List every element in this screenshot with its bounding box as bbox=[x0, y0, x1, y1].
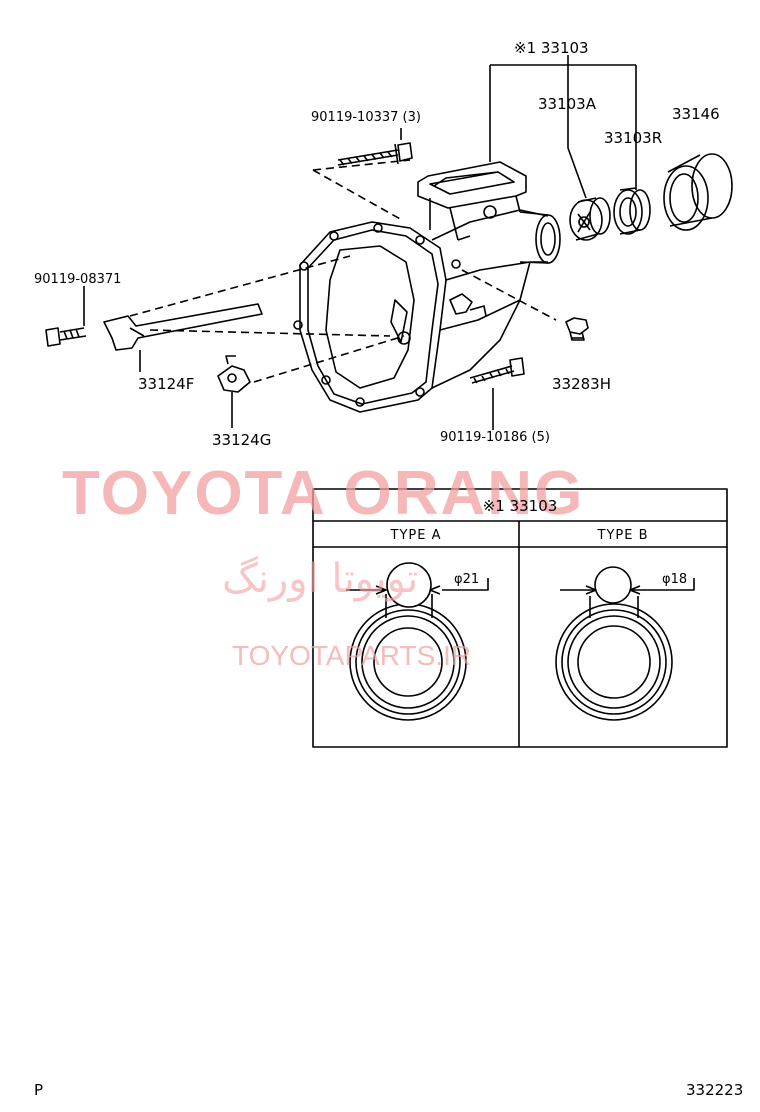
leader-bolt-top-2 bbox=[312, 159, 411, 171]
lever-33124F-drawing bbox=[103, 303, 263, 372]
footer-right: 332223 bbox=[686, 1081, 744, 1099]
label-bolt-left: 90119-08371 bbox=[34, 272, 122, 287]
label-kit-top: ※1 33103 bbox=[514, 39, 589, 57]
watermark-main: TOYOTA ORANG bbox=[62, 459, 585, 528]
seal-33103R-drawing bbox=[613, 187, 651, 235]
leader-bolt-top bbox=[312, 169, 403, 221]
sleeve-33146-drawing bbox=[663, 153, 733, 231]
type-b-diameter: φ18 bbox=[662, 572, 688, 587]
table-type-a: TYPE A bbox=[390, 528, 442, 543]
leader-plug bbox=[461, 269, 557, 321]
housing-drawing bbox=[293, 161, 561, 413]
watermark-persian: تویوتا اورنگ bbox=[222, 556, 419, 602]
label-33103A: 33103A bbox=[538, 95, 596, 113]
label-bolt-bottom: 90119-10186 (5) bbox=[440, 430, 550, 445]
label-33103R: 33103R bbox=[604, 129, 663, 147]
footer-left: P bbox=[34, 1081, 44, 1099]
leader-lever-2 bbox=[149, 329, 391, 337]
watermark-sub: TOYOTAPARTS.IR bbox=[232, 640, 472, 671]
label-33283H: 33283H bbox=[552, 375, 611, 393]
kit-bracket-lines bbox=[489, 55, 637, 199]
clip-33124G-drawing bbox=[217, 355, 251, 428]
leader-clip bbox=[253, 335, 405, 383]
bolt-bottom-drawing bbox=[469, 357, 525, 430]
type-a-seal-drawing bbox=[346, 562, 489, 721]
label-33146: 33146 bbox=[672, 105, 720, 123]
label-bolt-top: 90119-10337 (3) bbox=[311, 110, 421, 125]
type-table bbox=[312, 488, 728, 748]
type-b-seal-drawing bbox=[555, 566, 695, 721]
bolt-left-drawing bbox=[45, 292, 87, 347]
type-a-diameter: φ21 bbox=[454, 572, 480, 587]
bolt-top-drawing bbox=[337, 128, 413, 166]
table-type-b: TYPE B bbox=[597, 528, 649, 543]
gear-33103A-drawing bbox=[569, 197, 611, 241]
label-33124G: 33124G bbox=[212, 431, 272, 449]
plug-33283H-drawing bbox=[565, 317, 589, 341]
label-33124F: 33124F bbox=[138, 375, 195, 393]
table-title: ※1 33103 bbox=[482, 497, 558, 515]
